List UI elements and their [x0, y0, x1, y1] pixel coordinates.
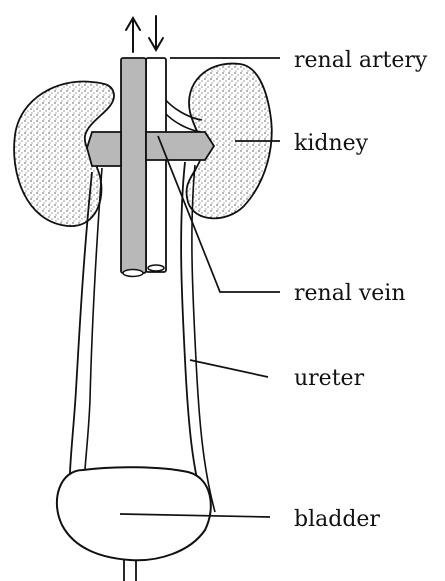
leader-line-ureter [190, 360, 268, 377]
bladder-label: bladder [294, 507, 380, 532]
renal-vein-right-branch [146, 132, 214, 160]
renal-vein-left-branch [87, 132, 121, 166]
aorta [146, 58, 166, 272]
kidney-label: kidney [294, 131, 369, 156]
renal-artery-label: renal artery [294, 48, 428, 73]
renal-vein-label: renal vein [294, 281, 406, 306]
ureter-label: ureter [294, 366, 365, 391]
vessel-end-right [148, 265, 164, 271]
downward-arrow-icon [149, 16, 163, 50]
upward-arrow-icon [126, 18, 140, 52]
vessel-end-left [123, 270, 143, 277]
vena-cava [121, 58, 146, 273]
urethra [124, 560, 136, 581]
